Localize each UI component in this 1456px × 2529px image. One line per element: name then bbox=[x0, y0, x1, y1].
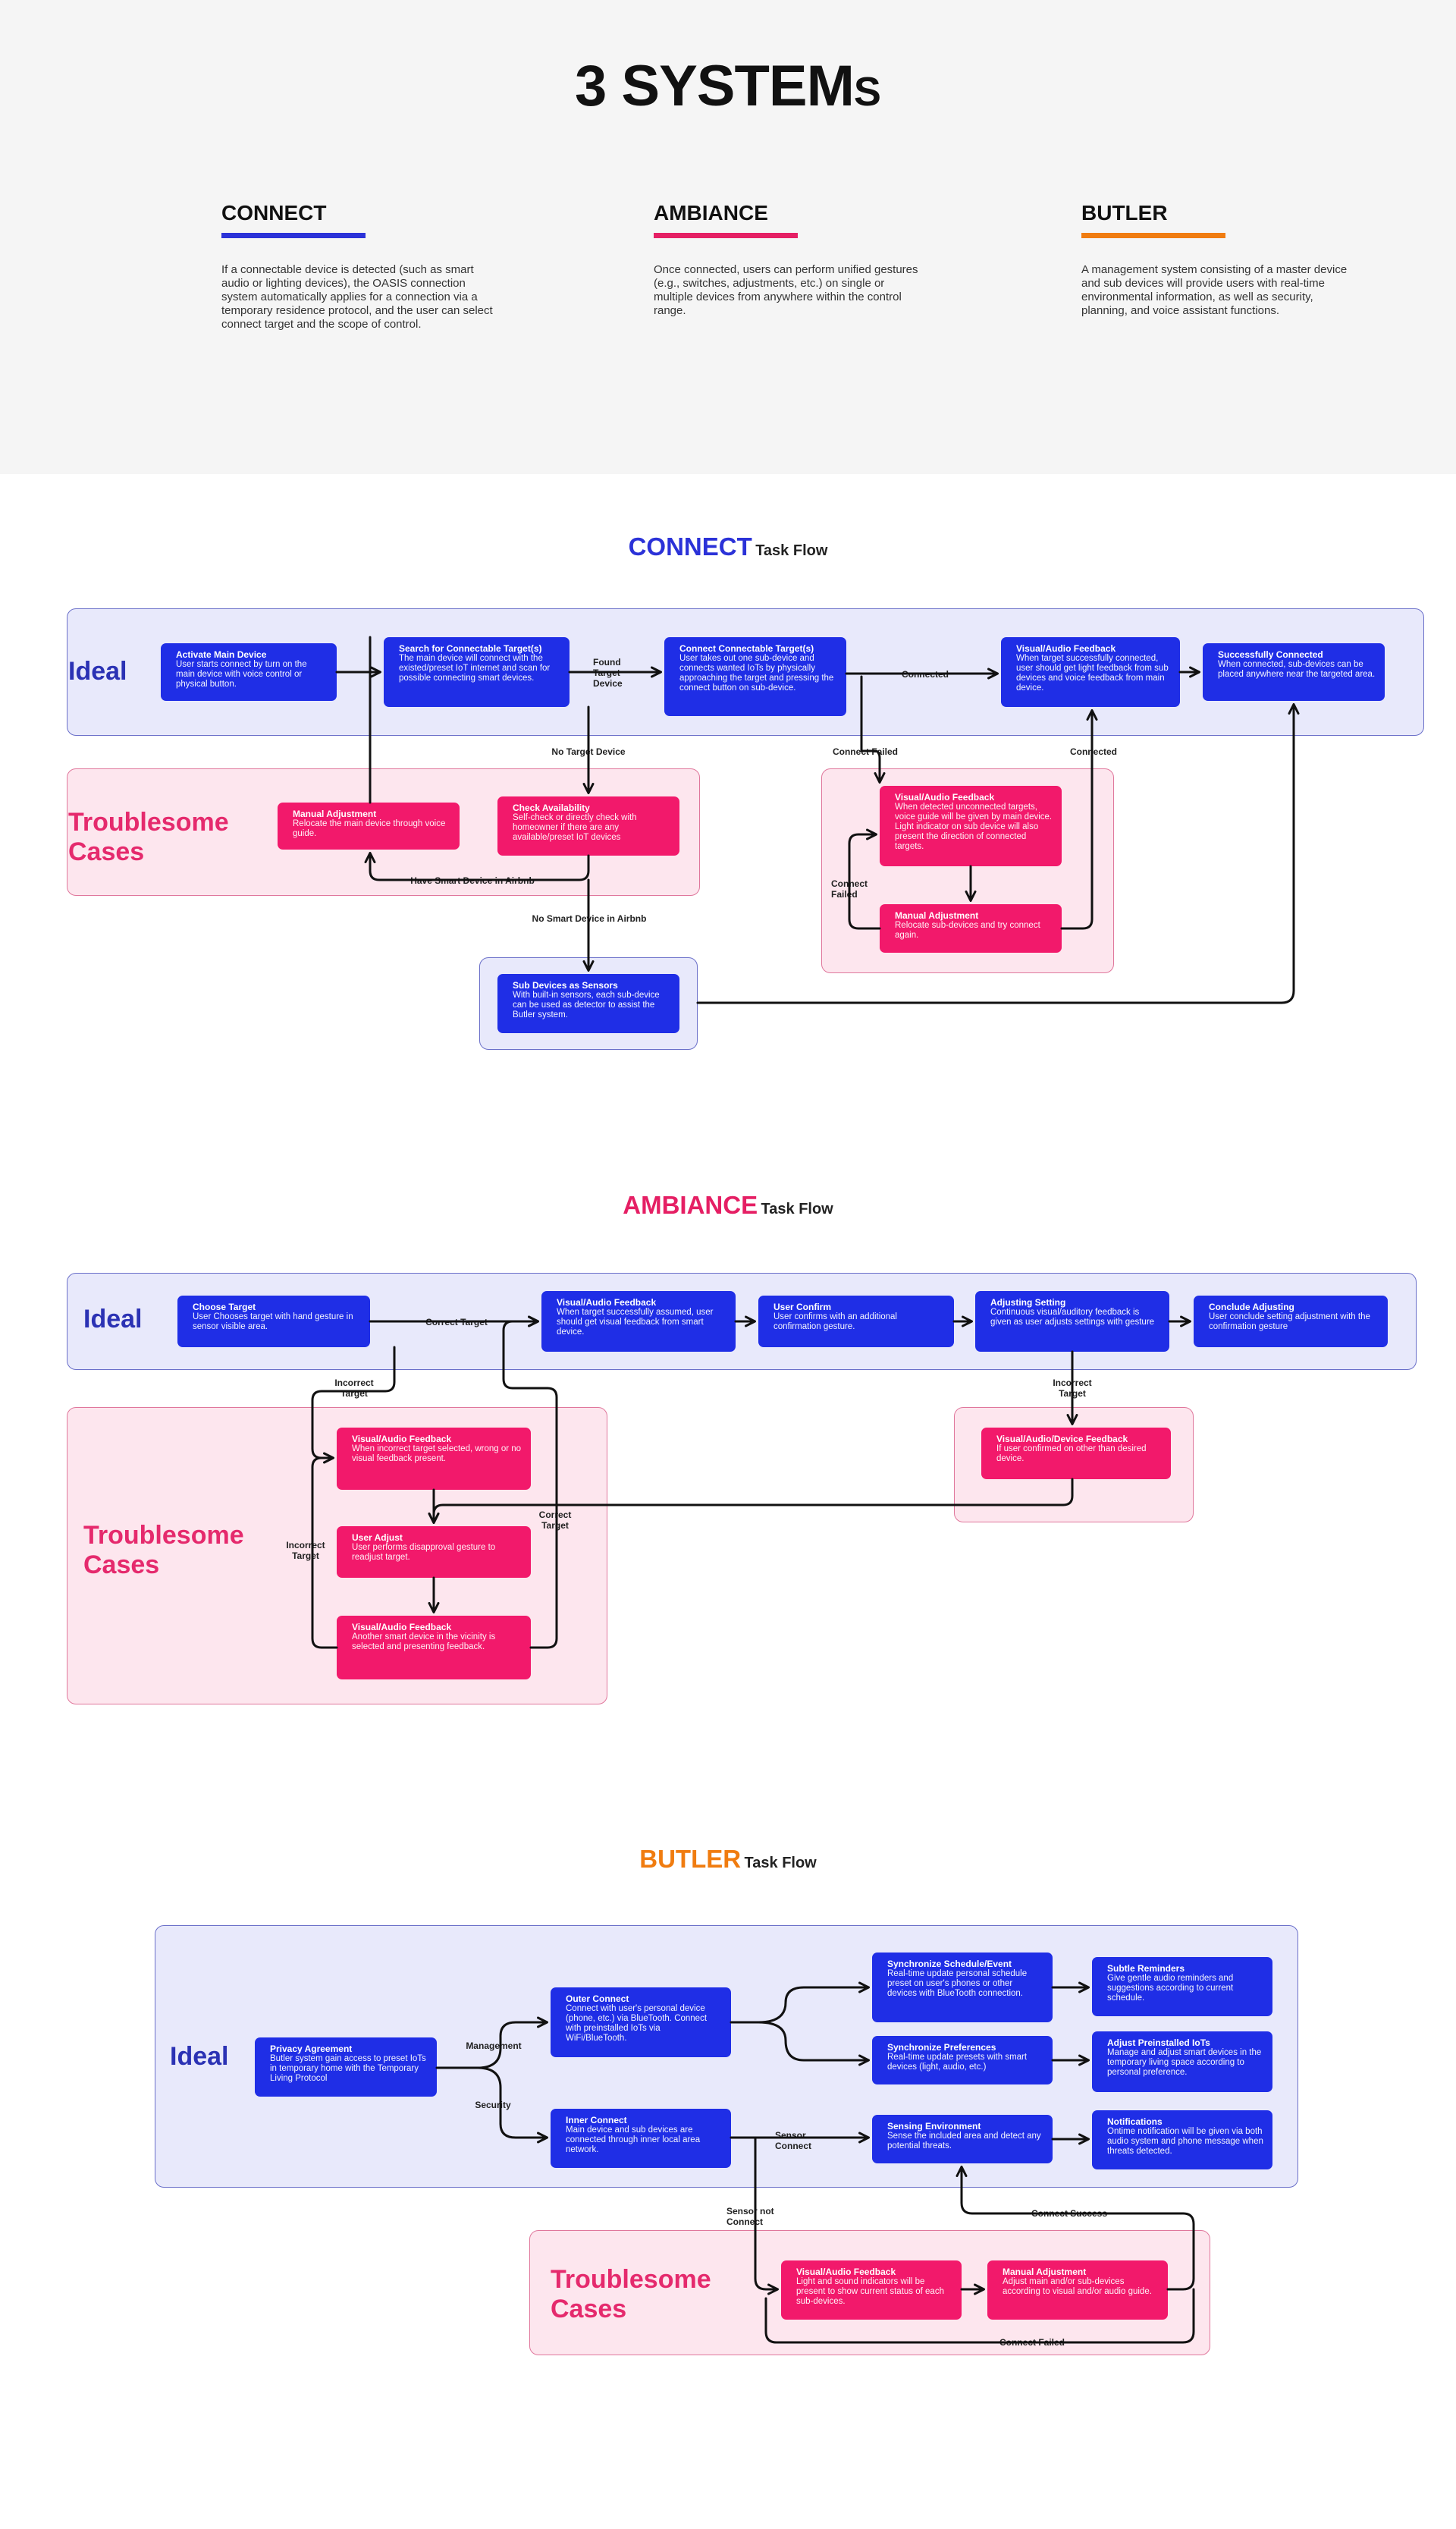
system-connect-name: CONNECT bbox=[221, 201, 327, 225]
system-butler-name: BUTLER bbox=[1081, 201, 1168, 225]
hero-section: 3 SYSTEMS CONNECT If a connectable devic… bbox=[0, 0, 1456, 474]
connect-trouble-label: Troublesome Cases bbox=[68, 808, 229, 867]
connect-label-connect-failed: Connect Failed bbox=[832, 746, 898, 757]
connect-targets-box: Connect Connectable Target(s)User takes … bbox=[664, 637, 846, 716]
connect-flow-title: CONNECT Task Flow bbox=[628, 533, 828, 561]
system-butler: BUTLER A management system consisting of… bbox=[1081, 201, 1354, 318]
connect-label-found: Found Target Device bbox=[593, 657, 623, 689]
page-title: 3 SYSTEMS bbox=[575, 54, 881, 118]
ambiance-label-incorrect-2: Incorrect Target bbox=[1053, 1378, 1092, 1399]
connect-label-connected: Connected bbox=[901, 669, 949, 680]
system-ambiance: AMBIANCE Once connected, users can perfo… bbox=[654, 201, 927, 318]
connect-label-no-target: No Target Device bbox=[551, 746, 626, 757]
butler-trouble-label: Troublesome Cases bbox=[551, 2265, 711, 2324]
butler-label-sensor-connect: Sensor Connect bbox=[775, 2130, 811, 2151]
butler-label-security: Security bbox=[475, 2100, 511, 2110]
system-connect-bar bbox=[221, 233, 366, 238]
connect-label-connected-2: Connected bbox=[1069, 746, 1117, 757]
system-connect: CONNECT If a connectable device is detec… bbox=[221, 201, 494, 331]
connect-search-box: Search for Connectable Target(s)The main… bbox=[384, 637, 570, 707]
ambiance-flow-title: AMBIANCE Task Flow bbox=[623, 1191, 833, 1219]
butler-label-connect-success: Connect Success bbox=[1031, 2208, 1108, 2219]
system-ambiance-bar bbox=[654, 233, 798, 238]
ambiance-label-correct-2: Correct Target bbox=[538, 1510, 572, 1531]
system-ambiance-desc: Once connected, users can perform unifie… bbox=[654, 263, 918, 317]
system-ambiance-name: AMBIANCE bbox=[654, 201, 768, 225]
system-connect-desc: If a connectable device is detected (suc… bbox=[221, 263, 493, 331]
connect-label-no-smart: No Smart Device in Airbnb bbox=[532, 913, 647, 924]
ambiance-ideal-label: Ideal bbox=[83, 1305, 143, 1334]
ambiance-trouble-label: Troublesome Cases bbox=[83, 1521, 244, 1580]
ambiance-label-correct: Correct Target bbox=[425, 1317, 488, 1327]
butler-flow-title: BUTLER Task Flow bbox=[639, 1845, 817, 1873]
butler-label-management: Management bbox=[466, 2040, 522, 2051]
butler-label-connect-failed: Connect Failed bbox=[999, 2337, 1065, 2348]
connect-label-connect-failed-2: Connect Failed bbox=[831, 878, 868, 900]
connect-ideal-label: Ideal bbox=[68, 657, 127, 686]
butler-label-sensor-not-connect: Sensor not Connect bbox=[726, 2206, 774, 2227]
system-butler-bar bbox=[1081, 233, 1225, 238]
connect-label-have-smart: Have Smart Device in Airbnb bbox=[410, 875, 535, 886]
ambiance-label-incorrect: Incorrect Target bbox=[334, 1378, 374, 1399]
ambiance-label-incorrect-3: Incorrect Target bbox=[286, 1540, 325, 1561]
butler-ideal-label: Ideal bbox=[170, 2042, 229, 2071]
system-butler-desc: A management system consisting of a mast… bbox=[1081, 263, 1348, 317]
